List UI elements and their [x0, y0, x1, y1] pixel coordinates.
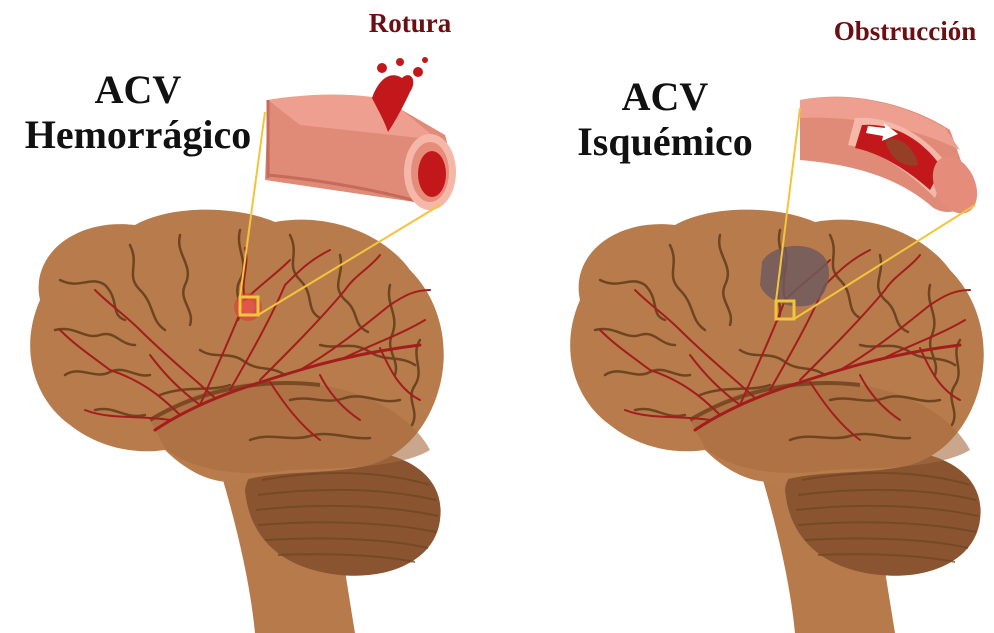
ruptured-vessel-icon [265, 57, 456, 210]
ischemic-area [760, 246, 829, 306]
obstruction-label: Obstrucción [820, 16, 990, 46]
left-title-line1: ACV [18, 68, 258, 113]
right-brain [570, 210, 984, 633]
hemorrhagic-stroke-title: ACV Hemorrágico [18, 68, 258, 158]
right-title-line2: Isquémico [560, 120, 770, 165]
right-title-line1: ACV [560, 75, 770, 120]
obstructed-vessel-icon [800, 97, 986, 221]
left-title-line2: Hemorrágico [18, 113, 258, 158]
ischemic-stroke-title: ACV Isquémico [560, 75, 770, 165]
rupture-label: Rotura [360, 8, 460, 38]
left-brain [30, 210, 444, 633]
